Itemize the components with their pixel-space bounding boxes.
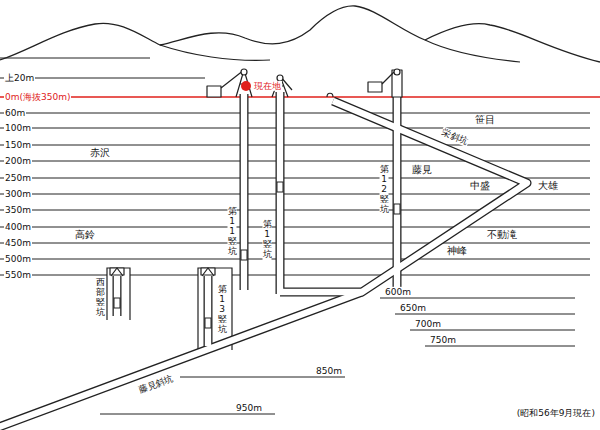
- depth-label: 550m: [4, 270, 32, 280]
- region-label: 神峰: [446, 245, 468, 257]
- region-label: 不動滝: [486, 229, 518, 241]
- depth-label: 300m: [4, 189, 32, 199]
- location-label: 現在地: [253, 81, 282, 91]
- tunnel-fills: [0, 80, 527, 430]
- depth-label: 250m: [4, 173, 32, 183]
- depth-label: 500m: [4, 254, 32, 264]
- mountain-ridge: [0, 6, 600, 62]
- depth-label: 400m: [4, 222, 32, 232]
- depth-label: 650m: [399, 303, 427, 313]
- depth-label: 850m: [315, 366, 343, 376]
- headframes: [110, 69, 402, 276]
- level-lines: [0, 78, 590, 414]
- shaft-frames: [107, 268, 232, 350]
- cages: [114, 182, 400, 328]
- region-label: 中盛: [469, 180, 491, 192]
- depth-label: 150m: [4, 140, 32, 150]
- shaft-label: 西部竪坑: [96, 277, 105, 319]
- mountain-ridge: [160, 40, 520, 62]
- shaft-label: 第12竪坑: [380, 164, 389, 215]
- depth-label: 100m: [4, 123, 32, 133]
- level-line: [0, 58, 150, 59]
- shaft-label: 第11竪坑: [228, 206, 237, 257]
- tunnel-outlines: [0, 80, 527, 430]
- region-label: 大雄: [537, 180, 559, 192]
- region-label: 赤沢: [89, 147, 111, 159]
- depth-label: 600m: [384, 287, 412, 297]
- region-label: 藤見: [411, 164, 433, 176]
- region-label: 笹目: [474, 114, 496, 126]
- current-location-dot: [241, 81, 251, 91]
- depth-label: 60m: [4, 108, 26, 118]
- depth-label: 950m: [235, 403, 263, 413]
- depth-label: 350m: [4, 205, 32, 215]
- sea-level-line: [0, 96, 600, 97]
- depth-label: 700m: [414, 319, 442, 329]
- depth-label: 200m: [4, 156, 32, 166]
- date-caption: (昭和56年9月現在): [516, 408, 596, 418]
- region-label: 高鈴: [74, 229, 96, 241]
- depth-label: 上20m: [4, 73, 35, 83]
- shaft-label: 第13竪坑: [218, 284, 227, 335]
- depth-label: 450m: [4, 238, 32, 248]
- depth-label: 750m: [429, 335, 457, 345]
- depth-label: 0m(海抜350m): [4, 92, 71, 102]
- shaft-label: 第1竪坑: [263, 219, 272, 261]
